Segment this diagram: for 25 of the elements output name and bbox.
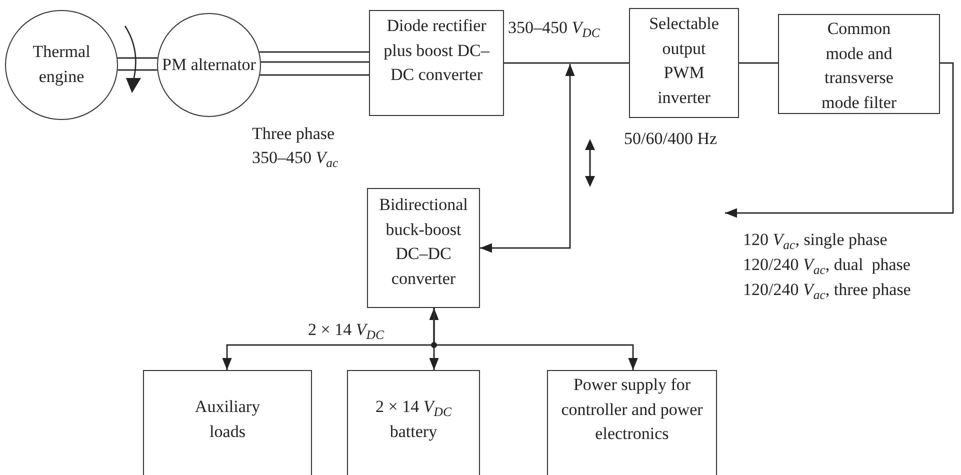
block-label: Auxiliary loads — [194, 396, 262, 443]
arrow — [725, 62, 954, 218]
arrow — [433, 308, 638, 370]
block-box — [629, 8, 739, 118]
edge-label: Three phase 350–450 V$_{ac}$ — [252, 123, 340, 170]
block-box — [347, 370, 480, 475]
arrow — [480, 64, 575, 253]
block-label: Power supply for controller and power electronics — [560, 374, 704, 446]
block-box — [778, 14, 940, 114]
block-label: Common mode and transverse mode filter — [820, 18, 898, 114]
block-label: Diode rectifier plus boost DC–DC converter — [382, 15, 490, 86]
block-box — [367, 188, 480, 308]
block-box — [143, 370, 312, 475]
connector-line — [504, 62, 629, 64]
block-box — [369, 10, 504, 116]
block-label: Thermal engine — [32, 41, 92, 88]
block-label: Selectable output PWM inverter — [648, 13, 720, 109]
block-label: Bidirectional buck-boost DC–DC converter — [378, 194, 469, 290]
block-label: 2 × 14 V$_{DC}$ battery — [374, 396, 452, 443]
block-label: PM alternator — [162, 54, 256, 76]
arrow — [429, 308, 439, 370]
connector-line — [739, 62, 778, 64]
block-box — [547, 370, 717, 475]
connector-line — [116, 57, 158, 71]
connector-line — [258, 51, 370, 76]
